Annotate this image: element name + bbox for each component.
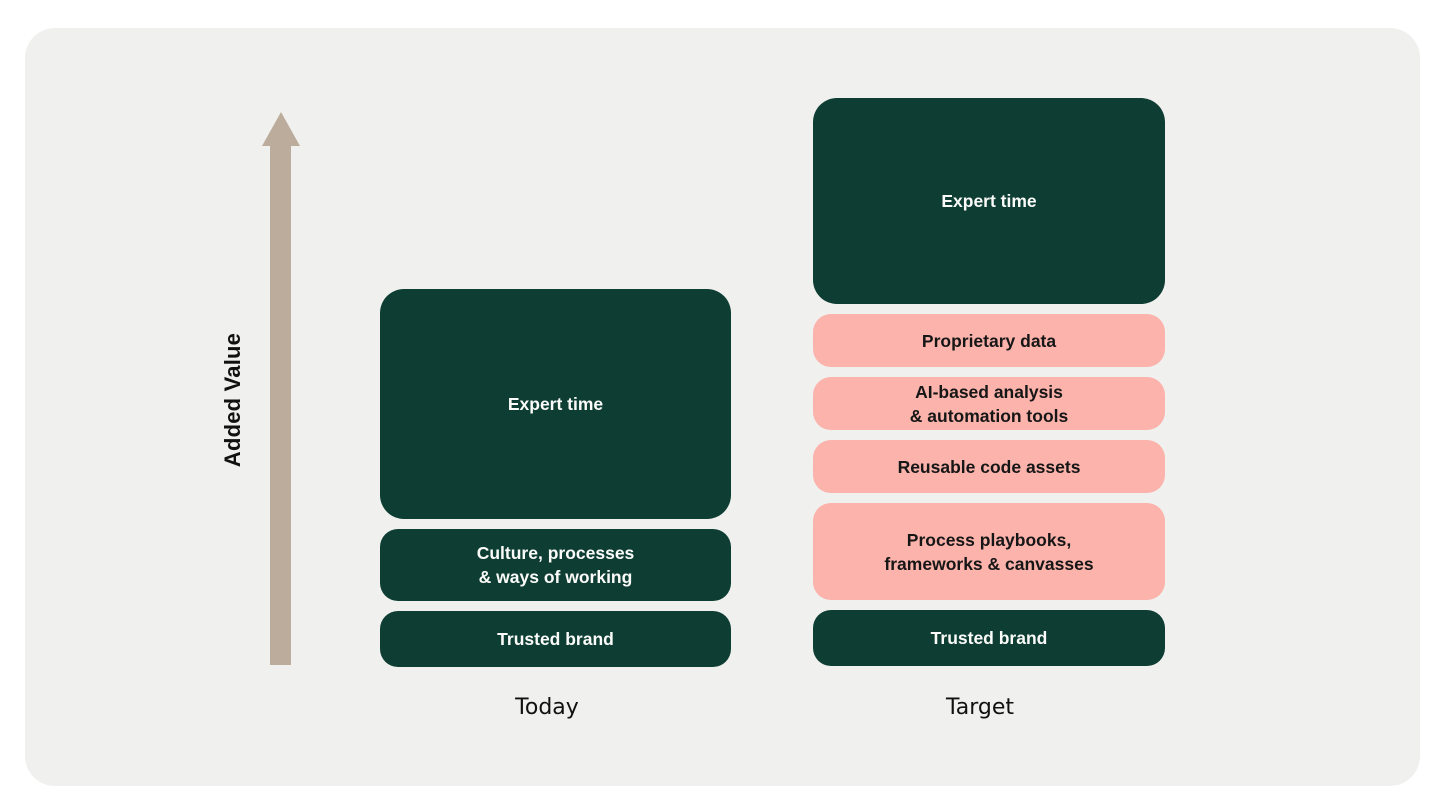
block-label: Trusted brand [497,629,614,649]
block-label: Expert time [941,191,1037,211]
block-label: Proprietary data [921,330,1057,351]
target-block-proprietary-data: Proprietary data [813,314,1165,367]
block-label: Trusted brand [930,628,1048,648]
block-label: AI-based analysis & automation tools [909,381,1069,426]
today-block-trusted-brand: Trusted brand [380,611,731,667]
block-label: Reusable code assets [897,456,1081,477]
target-block-trusted-brand: Trusted brand [813,610,1165,666]
today-block-expert-time: Expert time [380,289,731,519]
today-column-label: Today [515,695,579,720]
block-label: Process playbooks, frameworks & canvasse… [884,529,1094,574]
today-stack: Expert time Culture, processes & ways of… [380,289,731,667]
block-label: Culture, processes & ways of working [476,543,635,587]
up-arrow-shaft [270,144,291,665]
target-column-label: Target [945,695,1015,720]
added-value-axis-label: Added Value [220,332,245,468]
target-block-expert-time: Expert time [813,98,1165,304]
block-label: Expert time [507,394,604,414]
target-block-reusable-code-assets: Reusable code assets [813,440,1165,493]
target-block-process-playbooks: Process playbooks, frameworks & canvasse… [813,503,1165,600]
up-arrow-icon [262,112,300,146]
target-block-ai-analysis-tools: AI-based analysis & automation tools [813,377,1165,430]
today-block-culture-processes: Culture, processes & ways of working [380,529,731,601]
target-stack: Expert time Proprietary data AI-based an… [813,98,1165,666]
